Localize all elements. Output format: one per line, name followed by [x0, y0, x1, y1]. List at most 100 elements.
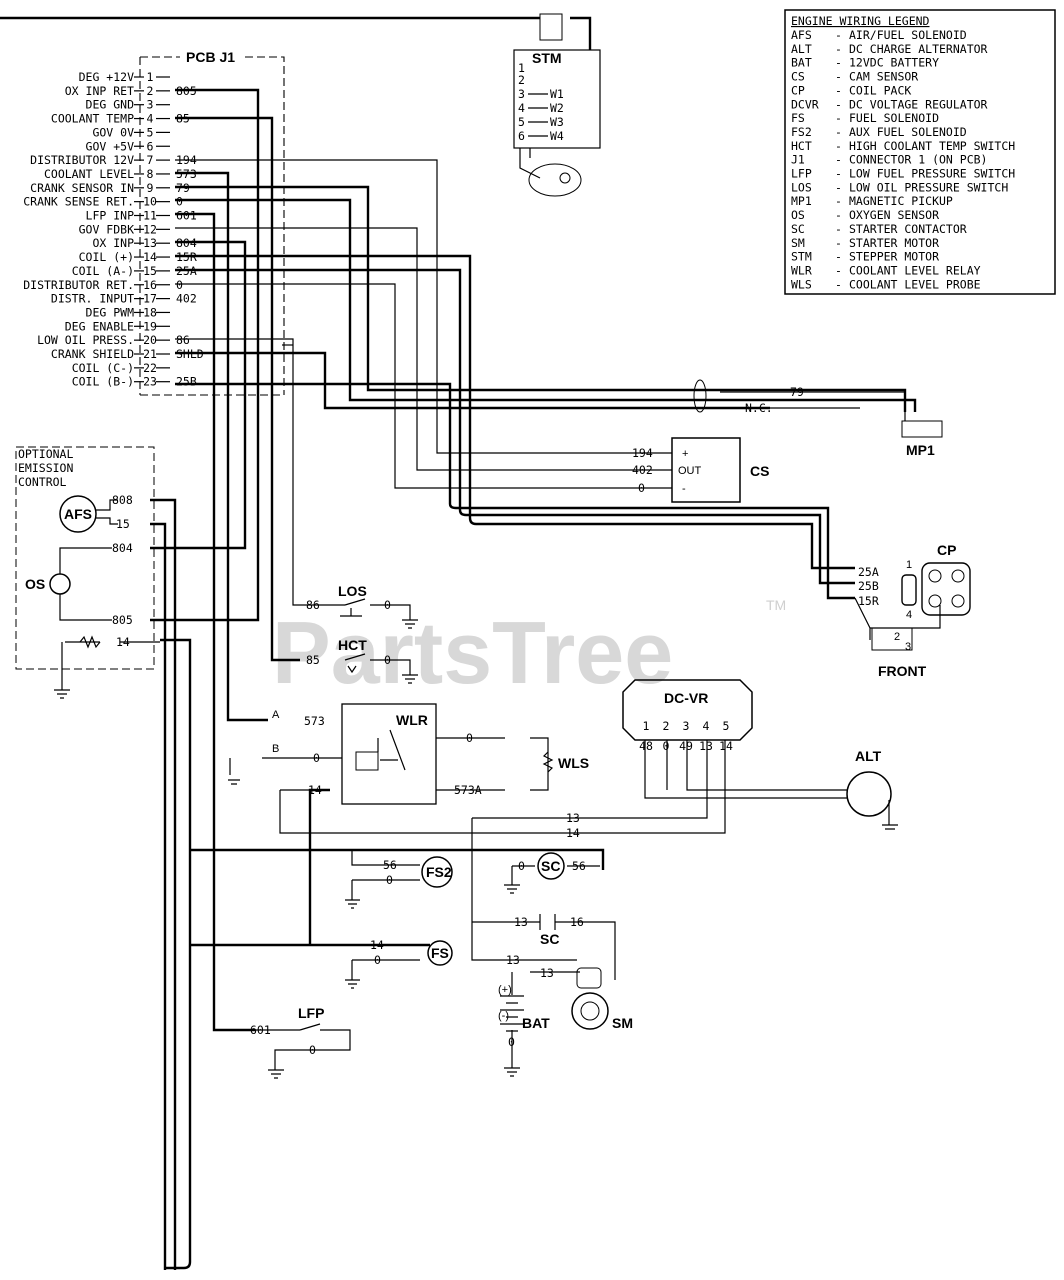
battery: (+) (-) BAT 13 0: [498, 953, 550, 1077]
legend-title: ENGINE WIRING LEGEND: [791, 14, 930, 28]
pcb-pin-name: CRANK SENSE RET.: [23, 195, 134, 209]
pcb-pin-name: GOV 0V: [92, 125, 134, 139]
watermark-brand: PartsTree: [272, 603, 673, 702]
legend-code: WLS: [791, 277, 812, 291]
fs2-wire-56: 56: [383, 858, 397, 872]
bat-label: BAT: [522, 1015, 550, 1031]
dcvr-pin-number: 5: [723, 719, 730, 733]
pcb-pin-number: 8: [147, 167, 154, 181]
aux-fuel-solenoid: FS2 56 0: [345, 856, 453, 909]
wire-808: 808: [112, 493, 133, 507]
cp-wire-15r: 15R: [858, 594, 879, 608]
pcb-pin-number: 22: [143, 361, 157, 375]
mp1-label: MP1: [906, 442, 935, 458]
legend-dash: -: [835, 194, 842, 208]
pcb-pin-name: OX INP RET: [65, 84, 134, 98]
alt-wire-13: 13: [566, 811, 580, 825]
legend-code: OS: [791, 208, 805, 222]
scr-wire-56: 56: [572, 859, 586, 873]
cs-wire-194: 194: [632, 446, 653, 460]
cam-sensor: + OUT - CS 194 402 0: [632, 437, 769, 503]
low-fuel-pressure-switch: LFP 601 0: [250, 1005, 324, 1079]
legend-desc: DC CHARGE ALTERNATOR: [849, 42, 988, 56]
magnetic-pickup: 79 N.C. MP1: [693, 379, 943, 458]
wls-label: WLS: [558, 755, 589, 771]
legend-desc: OXYGEN SENSOR: [849, 208, 939, 222]
lfp-wire-0: 0: [309, 1043, 316, 1057]
pcb-pin-number: 20: [143, 333, 157, 347]
alt-label: ALT: [855, 748, 882, 764]
stm-wire-w1: W1: [550, 87, 564, 101]
legend-desc: CONNECTOR 1 (ON PCB): [849, 153, 987, 167]
stm-wire-w3: W3: [550, 115, 564, 129]
emission-control-box: OPTIONAL EMISSION CONTROL AFS 808 15 OS …: [15, 446, 155, 699]
pcb-pin-number: 18: [143, 305, 157, 319]
pcb-pin-wire: 402: [176, 292, 197, 306]
pcb-pin-number: 1: [147, 70, 154, 84]
pcb-pin-number: 16: [143, 278, 157, 292]
wlr-wire-0-right: 0: [466, 731, 473, 745]
wlr-a: A: [272, 709, 280, 721]
os-label: OS: [25, 576, 45, 592]
legend-code: WLR: [791, 263, 812, 277]
emission-line2: EMISSION: [18, 461, 73, 475]
cp-front: FRONT: [878, 663, 927, 679]
pcb-pin-name: DEG +12V: [79, 70, 134, 84]
pcb-pin-name: DISTRIBUTOR 12V: [30, 153, 134, 167]
dcvr-pin-number: 1: [643, 719, 650, 733]
starter-contactor: 13 16 SC: [514, 914, 584, 947]
cp-wire-25b: 25B: [858, 579, 879, 593]
dcvr-pin-number: 2: [663, 719, 670, 733]
pcb-pin-number: 9: [147, 181, 154, 195]
cp-num-4: 4: [906, 609, 912, 621]
stm-pin-3: 3: [518, 87, 525, 101]
cp-label: CP: [937, 542, 956, 558]
legend-desc: 12VDC BATTERY: [849, 56, 939, 70]
cp-wire-25a: 25A: [858, 565, 879, 579]
pcb-pin-number: 11: [143, 209, 157, 223]
pcb-pin-name: GOV FDBK: [79, 222, 134, 236]
cp-num-3: 3: [905, 641, 911, 653]
pcb-pin-number: 14: [143, 250, 157, 264]
legend-code: AFS: [791, 28, 812, 42]
sm-label: SM: [612, 1015, 633, 1031]
cs-wire-402: 402: [632, 463, 653, 477]
cs-out: OUT: [678, 465, 702, 477]
legend-desc: COOLANT LEVEL PROBE: [849, 277, 981, 291]
starter-motor: SM 13: [540, 966, 633, 1031]
pcb-pin-name: DEG ENABLE: [65, 319, 134, 333]
pcb-pin-name: COIL (+): [79, 250, 134, 264]
pcb-pin-name: GOV +5V: [86, 139, 135, 153]
scr-wire-0: 0: [518, 859, 525, 873]
legend-desc: STARTER CONTACTOR: [849, 222, 967, 236]
legend-desc: AUX FUEL SOLENOID: [849, 125, 967, 139]
bat-wire-13: 13: [506, 953, 520, 967]
pcb-pin-number: 3: [147, 98, 154, 112]
legend-desc: STARTER MOTOR: [849, 236, 939, 250]
hct-label: HCT: [338, 637, 367, 653]
stm-pin-2: 2: [518, 73, 525, 87]
stm-pin-6: 6: [518, 129, 525, 143]
pcb-pin-number: 21: [143, 347, 157, 361]
legend-code: DCVR: [791, 97, 819, 111]
pcb-pin-number: 4: [147, 112, 154, 126]
pcb-pin-name: DEG PWM: [86, 305, 135, 319]
cs-wire-0: 0: [638, 481, 645, 495]
legend-desc: COOLANT LEVEL RELAY: [849, 263, 981, 277]
stepper-motor: STM 1 2 3 4 5 6 W1 W2 W3 W4: [513, 13, 601, 197]
emission-line3: CONTROL: [18, 475, 67, 489]
sc-wire-16: 16: [570, 915, 584, 929]
dcvr-label: DC-VR: [664, 690, 708, 706]
legend-desc: AIR/FUEL SOLENOID: [849, 28, 967, 42]
os-icon: [49, 573, 71, 595]
fuel-solenoid: FS 14 0: [345, 938, 453, 989]
pcb-pin-number: 5: [147, 125, 154, 139]
legend-code: SM: [791, 236, 805, 250]
legend-desc: DC VOLTAGE REGULATOR: [849, 97, 988, 111]
pcb-pin-name: DEG GND: [86, 98, 135, 112]
legend-dash: -: [835, 153, 842, 167]
pcb-pin-number: 19: [143, 319, 157, 333]
stm-motor-icon: [528, 163, 582, 197]
